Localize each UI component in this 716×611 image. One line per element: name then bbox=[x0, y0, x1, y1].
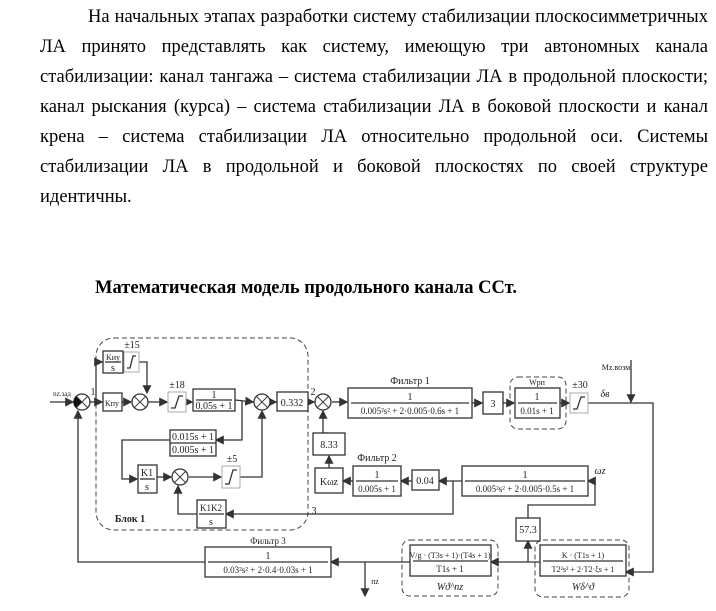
w-delta-num: K · (T1s + 1) bbox=[562, 551, 605, 560]
node-3-label: 3 bbox=[312, 506, 317, 517]
sum-junction bbox=[131, 393, 149, 411]
k-omega-label: Kωz bbox=[320, 477, 339, 488]
delta-label: δв bbox=[601, 389, 611, 400]
gain-573-label: 57.3 bbox=[519, 525, 537, 536]
k-iu-den: s bbox=[111, 363, 115, 374]
filter2-num: 1 bbox=[375, 470, 380, 481]
sat-18-label: ±18 bbox=[169, 380, 185, 391]
w-nz-den: T1s + 1 bbox=[436, 564, 464, 574]
gain-833-box bbox=[312, 432, 346, 456]
block1-label: Блок 1 bbox=[115, 514, 145, 525]
gain-573-box bbox=[515, 517, 541, 542]
filter-omega-den: 0.005²s² + 2·0.005·0.5s + 1 bbox=[476, 484, 574, 494]
k-pu-box bbox=[102, 392, 123, 412]
k-pu-label: Kпу bbox=[105, 399, 119, 408]
wrp-label: Wрп bbox=[529, 378, 546, 387]
saturation-30 bbox=[569, 392, 589, 414]
gain-004-label: 0.04 bbox=[416, 476, 434, 487]
k-omega-box bbox=[314, 467, 344, 494]
filter3-label: Фильтр 3 bbox=[250, 536, 286, 546]
gain-833-label: 8.33 bbox=[320, 440, 338, 451]
lead-den: 0.005s + 1 bbox=[172, 445, 214, 456]
sum-junction-1 bbox=[73, 393, 91, 411]
node-2-label: 2 bbox=[311, 387, 316, 398]
filter3-num: 1 bbox=[266, 551, 271, 562]
lag-num: 1 bbox=[212, 390, 217, 401]
w-nz-label: Wϑ^nz bbox=[437, 582, 463, 593]
lead-num: 0.015s + 1 bbox=[172, 432, 214, 443]
saturation-18 bbox=[167, 391, 187, 413]
mz-label: Mz.возм bbox=[602, 363, 631, 372]
k-iu-num: Kиу bbox=[106, 353, 120, 362]
nz-output-label: nz bbox=[371, 577, 379, 586]
saturation-5 bbox=[221, 465, 241, 489]
sat-5-label: ±5 bbox=[227, 454, 238, 465]
filter1-num: 1 bbox=[408, 392, 413, 403]
filter2-den: 0.005s + 1 bbox=[358, 484, 396, 494]
sum-junction bbox=[253, 393, 271, 411]
k1k2-num: K1K2 bbox=[200, 503, 222, 513]
saturation-15 bbox=[123, 351, 140, 373]
filter3-den: 0.03²s² + 2·0.4·0.03s + 1 bbox=[223, 565, 312, 575]
w-delta-den: T2²s² + 2·T2·ξs + 1 bbox=[552, 565, 615, 574]
section-heading: Математическая модель продольного канала… bbox=[95, 278, 517, 298]
filter2-label: Фильтр 2 bbox=[357, 453, 396, 464]
sat-15-label: ±15 bbox=[124, 340, 140, 351]
gain-3-label: 3 bbox=[491, 399, 496, 410]
sum-junction bbox=[171, 468, 189, 486]
wrp-den: 0.01s + 1 bbox=[520, 406, 553, 416]
sum-junction-2 bbox=[314, 393, 332, 411]
lag-den: 0.05s + 1 bbox=[195, 401, 232, 412]
gain-004-box bbox=[411, 469, 440, 491]
filter-omega-num: 1 bbox=[523, 470, 528, 481]
k1k2-den: s bbox=[209, 517, 213, 528]
wn-region bbox=[401, 539, 499, 597]
filter1-label: Фильтр 1 bbox=[390, 376, 429, 387]
node-1-label: 1 bbox=[91, 387, 96, 398]
signal-lines bbox=[50, 357, 654, 598]
block1-region bbox=[95, 337, 309, 531]
gain-0332-box bbox=[276, 391, 309, 412]
w-delta-label: Wδ^ϑ bbox=[572, 582, 595, 593]
omega-label: ωz bbox=[595, 466, 606, 477]
input-label: nz.зад bbox=[53, 390, 71, 398]
filter1-den: 0.005²s² + 2·0.005·0.6s + 1 bbox=[361, 406, 459, 416]
w-nz-num: V/g · (T3s + 1)·(T4s + 1) bbox=[409, 551, 490, 560]
sat-30-label: ±30 bbox=[572, 380, 588, 391]
k1-num: K1 bbox=[141, 468, 153, 479]
k1-den: s bbox=[145, 482, 149, 493]
intro-paragraph: На начальных этапах разработки систему с… bbox=[40, 7, 708, 207]
wrp-num: 1 bbox=[535, 392, 540, 403]
gain-3-box bbox=[482, 391, 504, 415]
gain-0332-label: 0.332 bbox=[281, 398, 304, 409]
